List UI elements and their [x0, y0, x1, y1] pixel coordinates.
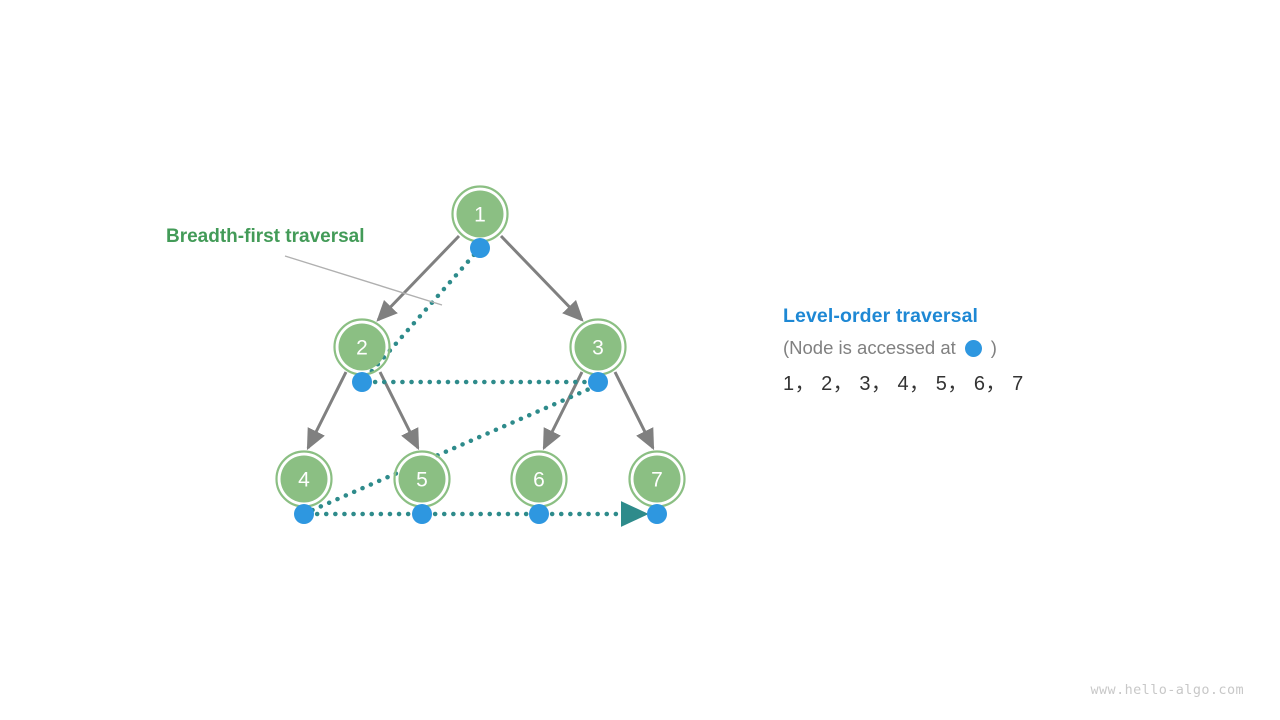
visit-dot-node-3[interactable] — [588, 372, 608, 392]
panel-subtitle-prefix: (Node is accessed at — [783, 337, 956, 358]
node-label: 5 — [416, 469, 428, 492]
edge-1-3 — [499, 234, 584, 322]
node-label: 4 — [298, 469, 310, 492]
node-body — [633, 455, 681, 503]
visit-dot-node-5[interactable] — [412, 504, 432, 524]
legend-panel: Level-order traversal (Node is accessed … — [783, 303, 1203, 397]
panel-subtitle: (Node is accessed at ) — [783, 336, 1203, 360]
edge-3-6 — [542, 371, 584, 451]
tree-edges — [306, 234, 655, 451]
node-label: 1 — [474, 204, 486, 227]
edge-1-2 — [376, 234, 461, 322]
node-body — [456, 190, 504, 238]
traversal-sequence: 1， 2， 3， 4， 5， 6， 7 — [783, 373, 1024, 395]
visit-dot-node-6[interactable] — [529, 504, 549, 524]
node-body — [574, 323, 622, 371]
panel-subtitle-suffix: ) — [990, 337, 997, 358]
node-label: 3 — [592, 337, 604, 360]
node-body — [398, 455, 446, 503]
visit-dot-node-4[interactable] — [294, 504, 314, 524]
tree-node-1[interactable]: 1 — [451, 185, 509, 243]
breadth-first-traversal-label: Breadth-first traversal — [166, 226, 365, 247]
node-label: 7 — [651, 469, 663, 492]
node-label: 6 — [533, 469, 545, 492]
visit-dot-node-2[interactable] — [352, 372, 372, 392]
visit-dots — [294, 238, 667, 524]
node-body — [280, 455, 328, 503]
visit-dot-node-1[interactable] — [470, 238, 490, 258]
visit-dot-node-7[interactable] — [647, 504, 667, 524]
node-body — [515, 455, 563, 503]
edge-3-7 — [613, 371, 655, 451]
edge-2-4 — [306, 371, 348, 451]
tree-node-3[interactable]: 3 — [569, 318, 627, 376]
tree-node-7[interactable]: 7 — [628, 450, 686, 508]
bfs-leader-line — [284, 255, 443, 306]
node-label: 2 — [356, 337, 368, 360]
edge-2-5 — [378, 371, 420, 451]
traversal-segment-3-4 — [305, 383, 599, 515]
watermark: www.hello-algo.com — [1090, 682, 1244, 698]
panel-title: Level-order traversal — [783, 305, 979, 327]
node-body — [338, 323, 386, 371]
tree-node-4[interactable]: 4 — [275, 450, 333, 508]
tree-node-2[interactable]: 2 — [333, 318, 391, 376]
visit-dot-legend-icon — [964, 339, 982, 357]
traversal-path — [305, 245, 649, 528]
traversal-segment-1-2 — [361, 245, 483, 383]
tree-node-5[interactable]: 5 — [393, 450, 451, 508]
tree-node-6[interactable]: 6 — [510, 450, 568, 508]
